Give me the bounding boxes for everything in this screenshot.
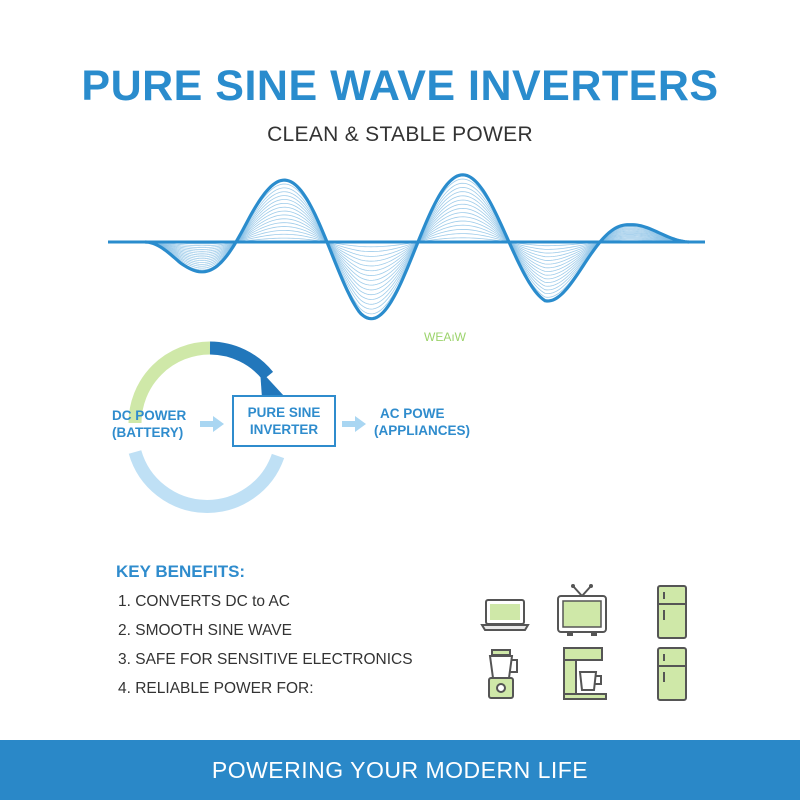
inverter-box: PURE SINE INVERTER [232, 395, 336, 447]
benefit-item: 2. SMOOTH SINE WAVE [118, 622, 292, 639]
flow-arrow-right-head [342, 416, 366, 432]
appliance-icons [470, 582, 710, 702]
flow-arrow-left [200, 416, 224, 432]
cycle-arrow-head [260, 370, 284, 398]
dc-power-label: DC POWER (BATTERY) [112, 408, 187, 440]
laptop-icon [480, 599, 530, 631]
sine-wave-main [144, 173, 690, 321]
benefit-item: 1. CONVERTS DC to AC [118, 593, 290, 610]
benefit-item: 3. SAFE FOR SENSITIVE ELECTRONICS [118, 651, 413, 668]
benefit-item: 4. RELIABLE POWER FOR: [118, 680, 314, 697]
sine-wave-graphic [108, 173, 705, 321]
page-subtitle: CLEAN & STABLE POWER [267, 123, 533, 146]
footer-banner: POWERING YOUR MODERN LIFE [0, 740, 800, 800]
blender-icon [488, 649, 518, 699]
page-title: PURE SINE WAVE INVERTERS [81, 62, 719, 110]
benefits-title: KEY BENEFITS: [116, 562, 246, 581]
refrigerator-icon [657, 647, 687, 701]
power-flow-diagram [128, 341, 285, 513]
ac-power-label: AC POWE (APPLIANCES) [374, 406, 471, 438]
cycle-arc-dark-blue [209, 341, 274, 381]
wave-caption: WEAıW [424, 330, 466, 344]
refrigerator-icon [657, 585, 687, 639]
tv-icon [557, 584, 607, 636]
footer-text: POWERING YOUR MODERN LIFE [211, 756, 589, 783]
coffee-maker-icon [563, 647, 607, 700]
cycle-arc-light-blue [128, 450, 285, 513]
benefits-list: 1. CONVERTS DC to AC 2. SMOOTH SINE WAVE… [118, 592, 413, 708]
cycle-arc-green [128, 341, 211, 424]
